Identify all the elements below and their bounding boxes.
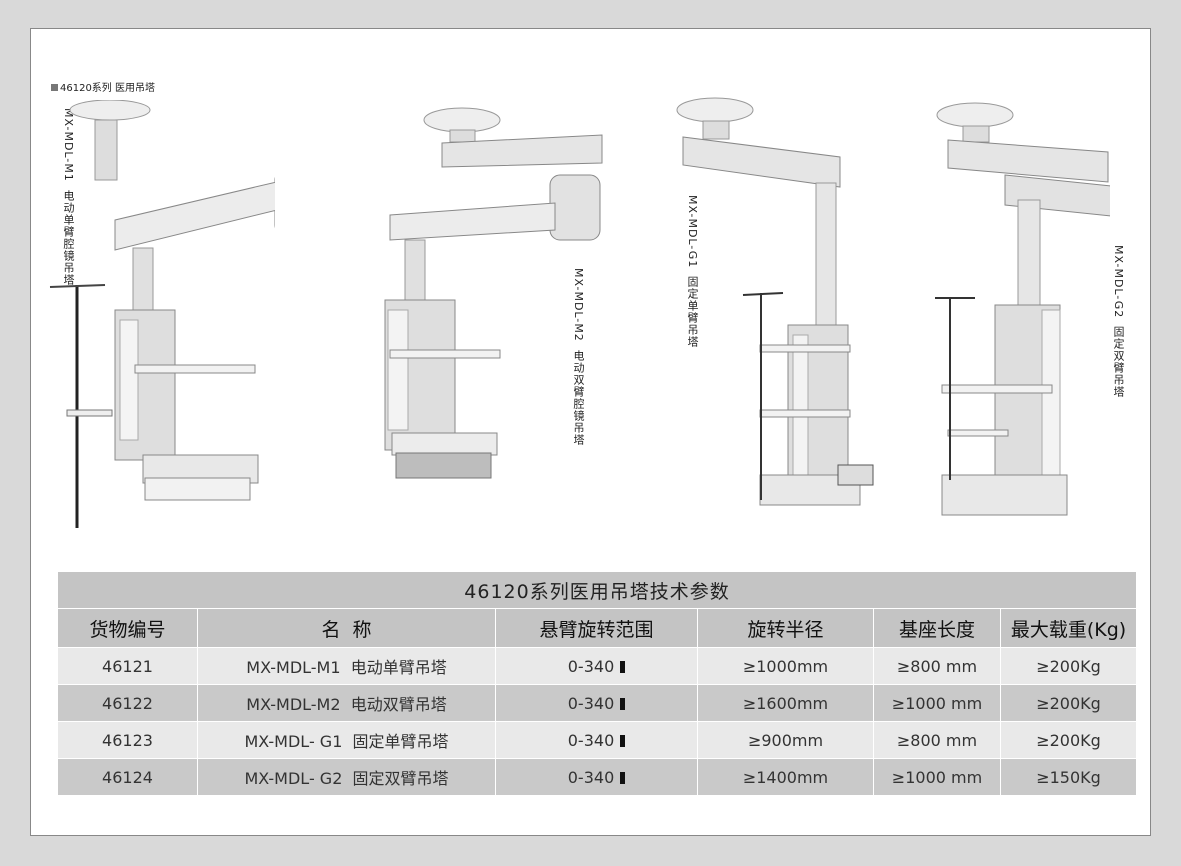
cell-range: 0-340 — [495, 721, 698, 759]
product-model: MX-MDL-G2 — [1112, 245, 1125, 319]
cell-range: 0-340 — [495, 684, 698, 722]
header-name: 名 称 — [197, 608, 496, 648]
range-value: 0-340 — [567, 656, 615, 676]
cell-name: MX-MDL- G1 固定单臂吊塔 — [197, 721, 496, 759]
product-model: MX-MDL-M2 — [572, 268, 585, 342]
spec-table: 46120系列医用吊塔技术参数 货物编号 名 称 悬臂旋转范围 旋转半径 基座长… — [56, 571, 1138, 796]
product-image-g2 — [935, 102, 1110, 516]
cell-range: 0-340 — [495, 758, 698, 796]
header-load: 最大载重(Kg) — [999, 608, 1138, 648]
header-code: 货物编号 — [57, 608, 198, 648]
cell-load: ≥200Kg — [999, 647, 1138, 685]
product-name: 电动单臂腔镜吊塔 — [62, 189, 75, 286]
cell-base: ≥1000 mm — [873, 758, 1001, 796]
cell-radius: ≥1400mm — [697, 758, 874, 796]
cell-code: 46121 — [57, 647, 198, 685]
product-image-m1 — [49, 100, 275, 528]
range-value: 0-340 — [567, 767, 615, 787]
product-model: MX-MDL-G1 — [686, 195, 699, 269]
cell-base: ≥1000 mm — [873, 684, 1001, 722]
table-row: 46124 MX-MDL- G2 固定双臂吊塔 0-340 ≥1400mm ≥1… — [57, 758, 1138, 796]
table-title: 46120系列医用吊塔技术参数 — [56, 571, 1138, 609]
product-name: 固定双臂吊塔 — [1112, 326, 1125, 399]
cell-code: 46123 — [57, 721, 198, 759]
product-label-g1: MX-MDL-G1 固定单臂吊塔 — [684, 195, 700, 348]
cell-name: MX-MDL-M2 电动双臂吊塔 — [197, 684, 496, 722]
product-name: 固定单臂吊塔 — [686, 276, 699, 349]
cell-load: ≥200Kg — [999, 684, 1138, 722]
cell-name: MX-MDL-M1 电动单臂吊塔 — [197, 647, 496, 685]
product-label-m1: MX-MDL-M1 电动单臂腔镜吊塔 — [60, 108, 76, 286]
product-image-g1 — [676, 97, 874, 506]
cell-code: 46122 — [57, 684, 198, 722]
product-label-m2: MX-MDL-M2 电动双臂腔镜吊塔 — [570, 268, 586, 446]
cell-radius: ≥1600mm — [697, 684, 874, 722]
table-row: 46122 MX-MDL-M2 电动双臂吊塔 0-340 ≥1600mm ≥10… — [57, 684, 1138, 722]
series-tag: 46120系列 医用吊塔 — [51, 79, 155, 94]
block-mark — [620, 660, 626, 673]
cell-base: ≥800 mm — [873, 721, 1001, 759]
cell-radius: ≥900mm — [697, 721, 874, 759]
header-radius: 旋转半径 — [697, 608, 874, 648]
block-mark — [620, 697, 626, 710]
cell-range: 0-340 — [495, 647, 698, 685]
block-mark — [620, 734, 626, 747]
product-label-g2: MX-MDL-G2 固定双臂吊塔 — [1110, 245, 1126, 398]
cell-base: ≥800 mm — [873, 647, 1001, 685]
product-image-m2 — [384, 107, 603, 479]
header-range: 悬臂旋转范围 — [495, 608, 698, 648]
cell-code: 46124 — [57, 758, 198, 796]
product-model: MX-MDL-M1 — [62, 108, 75, 182]
cell-load: ≥200Kg — [999, 721, 1138, 759]
table-row: 46121 MX-MDL-M1 电动单臂吊塔 0-340 ≥1000mm ≥80… — [57, 647, 1138, 685]
range-value: 0-340 — [567, 730, 615, 750]
series-tag-text: 46120系列 医用吊塔 — [60, 83, 155, 94]
table-row: 46123 MX-MDL- G1 固定单臂吊塔 0-340 ≥900mm ≥80… — [57, 721, 1138, 759]
cell-name: MX-MDL- G2 固定双臂吊塔 — [197, 758, 496, 796]
product-name: 电动双臂腔镜吊塔 — [572, 349, 585, 446]
header-base: 基座长度 — [873, 608, 1001, 648]
square-icon — [51, 84, 58, 91]
range-value: 0-340 — [567, 693, 615, 713]
cell-load: ≥150Kg — [999, 758, 1138, 796]
cell-radius: ≥1000mm — [697, 647, 874, 685]
block-mark — [620, 771, 626, 784]
